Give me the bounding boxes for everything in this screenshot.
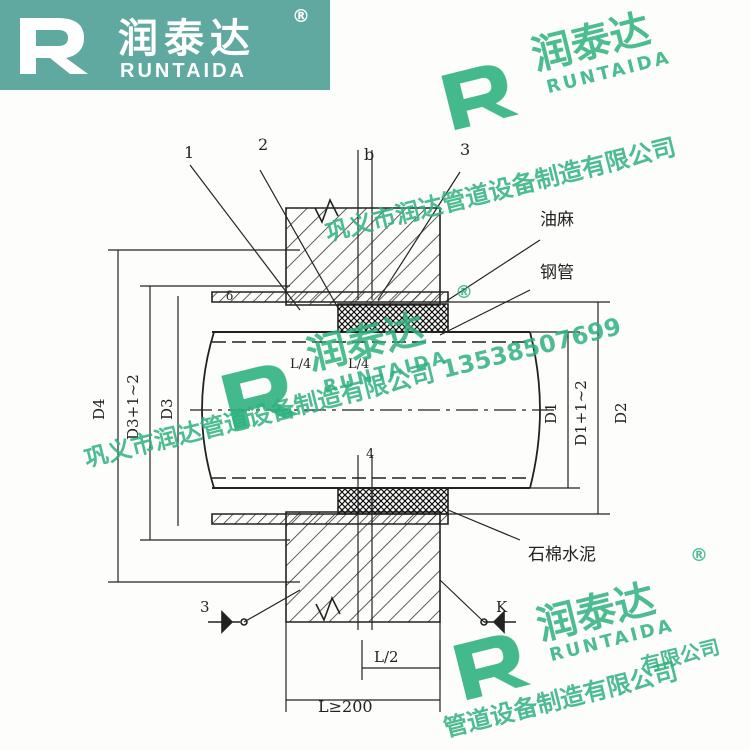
label-steel-pipe: 钢管 <box>540 263 574 283</box>
watermark-logo-icon <box>441 65 520 131</box>
brand-name-cn: 润泰达 <box>118 16 256 62</box>
section-mark-left: 3 <box>200 598 210 616</box>
part-label-1: 1 <box>184 143 194 162</box>
dim-d3-plus: D3+1~2 <box>124 374 142 440</box>
dim-l-half: L/2 <box>374 648 399 666</box>
runtaida-logo-icon <box>20 18 88 74</box>
label-asbestos-cement: 石棉水泥 <box>528 545 596 565</box>
brand-name-en: RUNTAIDA <box>120 60 247 82</box>
watermark-registered: ® <box>455 282 473 303</box>
watermark-logo-icon <box>453 635 532 701</box>
dim-d1: D1 <box>542 402 560 424</box>
label-oakum: 油麻 <box>540 210 574 230</box>
dim-l-quarter-b: L/4 <box>348 357 369 372</box>
section-mark-right: K <box>496 598 508 616</box>
part-label-3: 3 <box>460 140 470 159</box>
watermark-registered: ® <box>690 545 708 566</box>
part-label-2: 2 <box>258 135 268 154</box>
watermark-logo-icon <box>221 365 300 431</box>
dim-l-total: L≥200 <box>318 697 373 716</box>
brand-bar: 润泰达 ® RUNTAIDA <box>0 0 330 90</box>
dim-d3: D3 <box>158 398 176 420</box>
registered-mark: ® <box>292 6 310 27</box>
dim-b: b <box>364 145 374 164</box>
dim-delta: δ <box>226 289 233 303</box>
dim-d2: D2 <box>612 402 630 424</box>
dim-d4: D4 <box>90 398 108 420</box>
dim-4: 4 <box>366 447 374 462</box>
dim-l-quarter-a: L/4 <box>290 357 311 372</box>
dim-d1-plus: D1+1~2 <box>572 380 590 446</box>
